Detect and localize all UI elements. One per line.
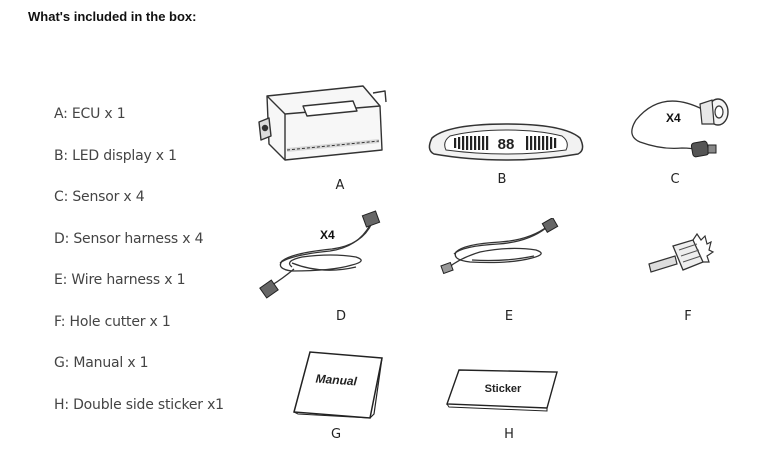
page-title: What's included in the box: <box>28 9 197 24</box>
ecu-illustration <box>258 85 387 161</box>
list-item-wire-harness: E: Wire harness x 1 <box>54 272 186 288</box>
sensor-quantity: X4 <box>666 111 681 125</box>
harness-quantity: X4 <box>320 228 335 242</box>
list-item-manual: G: Manual x 1 <box>54 355 149 371</box>
led-display-illustration: 88 <box>428 123 584 161</box>
label-h: H <box>504 427 514 442</box>
label-e: E <box>504 309 514 324</box>
label-c: C <box>670 172 680 187</box>
list-item-ecu: A: ECU x 1 <box>54 106 126 122</box>
list-item-hole-cutter: F: Hole cutter x 1 <box>54 314 171 330</box>
label-d: D <box>335 309 347 324</box>
label-b: B <box>497 172 507 187</box>
manual-cover-text: Manual <box>315 372 358 389</box>
led-display-digits: 88 <box>498 136 515 153</box>
label-f: F <box>684 309 692 324</box>
list-item-sensor: C: Sensor x 4 <box>54 189 145 205</box>
hole-cutter-illustration <box>648 232 715 273</box>
sticker-illustration: Sticker <box>446 369 558 412</box>
list-item-led-display: B: LED display x 1 <box>54 148 177 164</box>
wire-harness-illustration <box>440 218 559 275</box>
sensor-illustration: X4 <box>631 98 729 158</box>
label-g: G <box>330 427 342 442</box>
sticker-text: Sticker <box>485 383 522 395</box>
label-a: A <box>335 178 345 193</box>
manual-illustration: Manual <box>293 351 383 419</box>
list-item-sensor-harness: D: Sensor harness x 4 <box>54 231 204 247</box>
sensor-harness-illustration: X4 <box>259 210 381 299</box>
list-item-sticker: H: Double side sticker x1 <box>54 397 224 413</box>
